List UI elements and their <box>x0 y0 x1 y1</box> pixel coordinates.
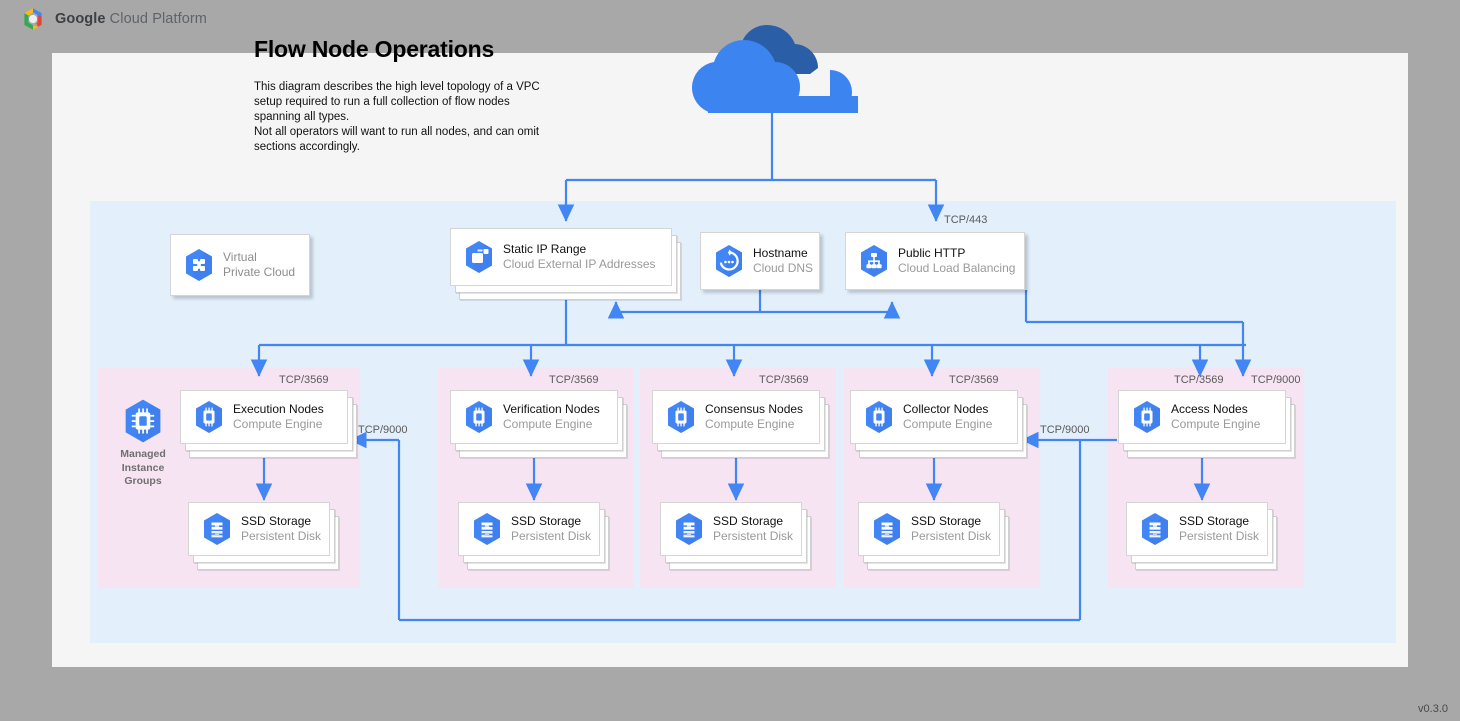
gcp-brand-rest: Cloud Platform <box>106 11 207 27</box>
card-title: SSD Storage <box>713 514 793 529</box>
persistent-disk-icon <box>872 512 902 546</box>
card-subtitle: Compute Engine <box>503 417 600 432</box>
card-static-ip-range[interactable]: Static IP Range Cloud External IP Addres… <box>450 228 672 286</box>
managed-instance-groups-label: Managed Instance Groups <box>112 398 174 489</box>
persistent-disk-icon <box>472 512 502 546</box>
virtual-private-cloud-icon <box>184 248 214 282</box>
card-title: SSD Storage <box>511 514 591 529</box>
card-text: Verification Nodes Compute Engine <box>503 402 600 432</box>
card-text: Virtual Private Cloud <box>223 250 295 280</box>
card-text: SSD Storage Persistent Disk <box>511 514 591 544</box>
port-label-collector-in: TCP/3569 <box>949 374 999 386</box>
mig-label-text: Managed Instance Groups <box>120 448 166 487</box>
card-access-ssd-storage[interactable]: SSD Storage Persistent Disk <box>1126 502 1268 556</box>
persistent-disk-icon <box>202 512 232 546</box>
card-title: Access Nodes <box>1171 402 1260 417</box>
card-subtitle: Compute Engine <box>233 417 324 432</box>
card-text: Public HTTP Cloud Load Balancing <box>898 246 1015 276</box>
card-subtitle: Cloud DNS <box>753 261 813 276</box>
persistent-disk-icon <box>674 512 704 546</box>
compute-engine-icon <box>666 400 696 434</box>
card-hostname-dns[interactable]: Hostname Cloud DNS <box>700 232 820 290</box>
compute-engine-icon <box>1132 400 1162 434</box>
card-public-http-lb[interactable]: Public HTTP Cloud Load Balancing <box>845 232 1025 290</box>
port-label-collector-to-execution: TCP/9000 <box>358 424 408 436</box>
card-title: Hostname <box>753 246 813 261</box>
card-subtitle: Compute Engine <box>903 417 992 432</box>
card-text: SSD Storage Persistent Disk <box>241 514 321 544</box>
card-text: Static IP Range Cloud External IP Addres… <box>503 242 656 272</box>
card-execution-nodes[interactable]: Execution Nodes Compute Engine <box>180 390 348 444</box>
card-collector-ssd-storage[interactable]: SSD Storage Persistent Disk <box>858 502 1000 556</box>
card-subtitle: Persistent Disk <box>713 529 793 544</box>
port-label-access-in: TCP/3569 <box>1174 374 1224 386</box>
card-title: Virtual <box>223 250 295 265</box>
card-text: Hostname Cloud DNS <box>753 246 813 276</box>
cloud-dns-icon <box>714 244 744 278</box>
card-verification-ssd-storage[interactable]: SSD Storage Persistent Disk <box>458 502 600 556</box>
compute-engine-icon <box>464 400 494 434</box>
card-title-line2: Private Cloud <box>223 265 295 280</box>
card-text: Access Nodes Compute Engine <box>1171 402 1260 432</box>
diagram-description: This diagram describes the high level to… <box>254 80 544 155</box>
card-subtitle: Cloud External IP Addresses <box>503 257 656 272</box>
card-consensus-ssd-storage[interactable]: SSD Storage Persistent Disk <box>660 502 802 556</box>
internet-cloud-icon <box>680 18 866 113</box>
card-title: Execution Nodes <box>233 402 324 417</box>
card-virtual-private-cloud[interactable]: Virtual Private Cloud <box>170 234 310 296</box>
card-text: SSD Storage Persistent Disk <box>1179 514 1259 544</box>
card-collector-nodes[interactable]: Collector Nodes Compute Engine <box>850 390 1018 444</box>
port-label-verification-in: TCP/3569 <box>549 374 599 386</box>
gcp-header: Google Cloud Platform <box>20 6 207 32</box>
card-text: SSD Storage Persistent Disk <box>713 514 793 544</box>
card-subtitle: Cloud Load Balancing <box>898 261 1015 276</box>
external-ip-icon <box>464 240 494 274</box>
card-title: Public HTTP <box>898 246 1015 261</box>
persistent-disk-icon <box>1140 512 1170 546</box>
card-subtitle: Compute Engine <box>705 417 803 432</box>
card-execution-ssd-storage[interactable]: SSD Storage Persistent Disk <box>188 502 330 556</box>
card-verification-nodes[interactable]: Verification Nodes Compute Engine <box>450 390 618 444</box>
card-text: Collector Nodes Compute Engine <box>903 402 992 432</box>
card-text: Consensus Nodes Compute Engine <box>705 402 803 432</box>
card-title: SSD Storage <box>241 514 321 529</box>
port-label-access-9000: TCP/9000 <box>1251 374 1301 386</box>
card-subtitle: Compute Engine <box>1171 417 1260 432</box>
port-label-tcp443: TCP/443 <box>944 214 987 226</box>
compute-engine-icon <box>123 398 163 444</box>
port-label-access-to-collector: TCP/9000 <box>1040 424 1090 436</box>
card-subtitle: Persistent Disk <box>1179 529 1259 544</box>
port-label-consensus-in: TCP/3569 <box>759 374 809 386</box>
card-text: Execution Nodes Compute Engine <box>233 402 324 432</box>
card-subtitle: Persistent Disk <box>911 529 991 544</box>
card-title: Consensus Nodes <box>705 402 803 417</box>
gcp-hexagon-logo-icon <box>20 6 46 32</box>
card-title: SSD Storage <box>911 514 991 529</box>
card-title: Collector Nodes <box>903 402 992 417</box>
cloud-load-balancing-icon <box>859 244 889 278</box>
card-title: SSD Storage <box>1179 514 1259 529</box>
card-title: Verification Nodes <box>503 402 600 417</box>
gcp-brand-text: Google Cloud Platform <box>55 11 207 27</box>
gcp-brand-bold: Google <box>55 11 106 27</box>
card-text: SSD Storage Persistent Disk <box>911 514 991 544</box>
compute-engine-icon <box>194 400 224 434</box>
version-label: v0.3.0 <box>1418 703 1448 715</box>
card-title: Static IP Range <box>503 242 656 257</box>
port-label-execution-in: TCP/3569 <box>279 374 329 386</box>
card-subtitle: Persistent Disk <box>241 529 321 544</box>
page-title: Flow Node Operations <box>254 36 494 63</box>
card-subtitle: Persistent Disk <box>511 529 591 544</box>
compute-engine-icon <box>864 400 894 434</box>
card-consensus-nodes[interactable]: Consensus Nodes Compute Engine <box>652 390 820 444</box>
card-access-nodes[interactable]: Access Nodes Compute Engine <box>1118 390 1286 444</box>
